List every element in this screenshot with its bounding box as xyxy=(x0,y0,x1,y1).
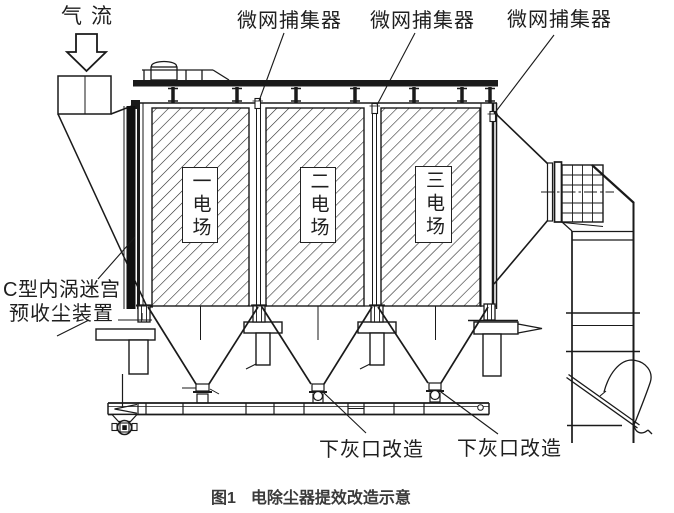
figure-caption: 图1 电除尘器提效改造示意 xyxy=(211,484,411,508)
leader-lines xyxy=(97,32,555,435)
hopper-junction-posts xyxy=(136,303,496,323)
leader-pre-collector xyxy=(97,236,136,280)
hopper-2 xyxy=(261,306,312,385)
figure-title: 电除尘器提效改造示意 xyxy=(250,490,411,507)
outlet-duct xyxy=(561,164,640,443)
support-column-3 xyxy=(357,321,397,370)
rotary-valve xyxy=(110,413,139,436)
hopper-outlet-3 xyxy=(426,382,444,403)
field-1-label: 一电场 xyxy=(182,167,218,243)
leader-mesh-2 xyxy=(376,32,416,106)
hopper-outlet-1 xyxy=(182,383,220,404)
esp-casing xyxy=(137,103,498,309)
roof-ibeam-posts xyxy=(168,87,495,103)
conveyor-flow-arrow-icon xyxy=(114,403,138,414)
ash-outlet-label-1: 下灰口改造 xyxy=(319,439,424,461)
hoppers xyxy=(147,306,489,385)
figure-number: 图1 xyxy=(211,490,236,507)
support-column-1 xyxy=(95,328,156,375)
leader-mesh-1 xyxy=(258,32,285,102)
ash-conveyor xyxy=(107,374,490,416)
hopper-1 xyxy=(147,306,197,385)
airflow-label: 气流 xyxy=(61,5,121,28)
field-2-label: 二电场 xyxy=(300,167,336,243)
hopper-3 xyxy=(377,306,429,384)
roof xyxy=(131,60,498,109)
support-columns xyxy=(95,319,543,377)
mesh-collector-label-1: 微网捕集器 xyxy=(237,10,342,32)
ash-outlet-label-2: 下灰口改造 xyxy=(457,438,562,460)
hopper-outlets xyxy=(182,382,444,404)
outlet-nozzle xyxy=(493,111,563,285)
pre-collector-label-line1: C型内涡迷宫 xyxy=(3,279,121,301)
duct-curve xyxy=(599,359,653,435)
mesh-collector-label-2: 微网捕集器 xyxy=(370,10,475,32)
leader-ash-2 xyxy=(440,391,499,435)
field-3-label: 三电场 xyxy=(415,166,452,243)
outlet-grid xyxy=(541,164,614,223)
leader-ash-1 xyxy=(323,392,367,434)
duct-damper xyxy=(566,373,640,429)
pre-collector-label-line2: 预收尘装置 xyxy=(9,303,114,325)
field-dividers xyxy=(200,108,436,340)
pre-collector-strip xyxy=(123,106,136,309)
leader-mesh-3 xyxy=(493,34,555,115)
hopper-outlet-2 xyxy=(309,383,327,404)
support-column-4 xyxy=(468,319,543,377)
mesh-collector-label-3: 微网捕集器 xyxy=(507,9,612,31)
airflow-arrow-icon xyxy=(64,33,109,73)
